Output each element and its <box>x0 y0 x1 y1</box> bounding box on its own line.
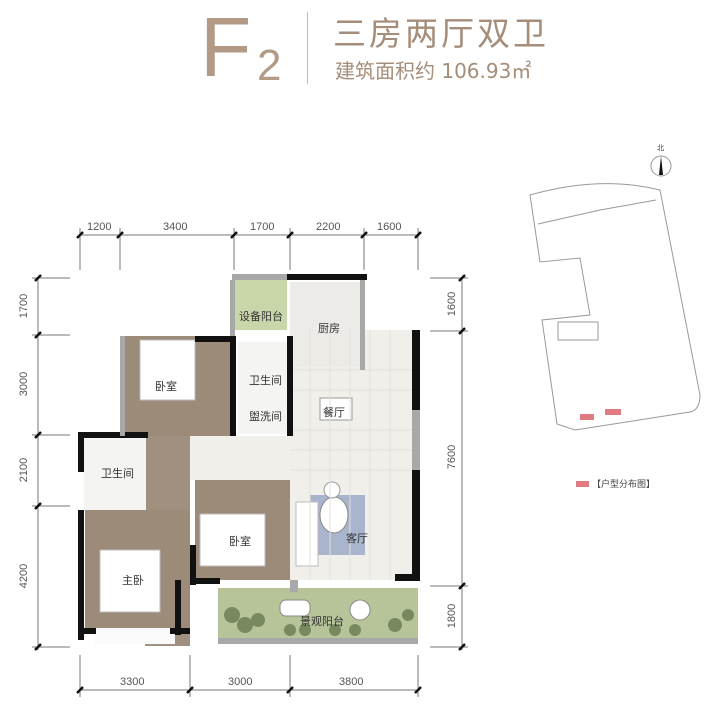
room-bedroom-2: 卧室 <box>229 535 251 548</box>
room-living: 客厅 <box>346 532 368 545</box>
bathroom-2-floor <box>84 438 146 510</box>
room-equipment-balcony: 设备阳台 <box>239 310 283 323</box>
dimension-ticks <box>34 231 466 694</box>
dim-right-3: 1800 <box>446 603 459 629</box>
walls <box>78 274 420 640</box>
room-dining: 餐厅 <box>323 406 345 419</box>
room-bathroom-1: 卫生间 <box>249 374 282 387</box>
dim-left-2: 3000 <box>18 371 31 397</box>
layout-title: 三房两厅双卫 <box>333 14 549 53</box>
dim-top-5: 1600 <box>377 221 402 233</box>
unit-number: 2 <box>257 41 282 90</box>
dim-top-2: 3400 <box>163 221 188 233</box>
site-plan-outline <box>529 183 701 431</box>
dim-bottom-2: 3000 <box>228 676 253 688</box>
title-divider <box>307 12 308 84</box>
room-bathroom-2: 卫生间 <box>101 467 134 480</box>
site-plan-highlight <box>580 409 621 420</box>
equipment-balcony-floor <box>235 280 287 330</box>
dim-top-3: 1700 <box>250 221 275 233</box>
dim-right-1: 1600 <box>446 291 459 317</box>
north-label: 北 <box>657 144 664 152</box>
room-kitchen: 厨房 <box>318 322 340 335</box>
bathroom-1-floor <box>238 342 288 434</box>
dim-right-2: 7600 <box>446 444 459 470</box>
partition-walls <box>120 274 420 644</box>
room-master-bedroom: 主卧 <box>122 574 144 587</box>
dim-bottom-1: 3300 <box>120 676 145 688</box>
room-washroom: 盥洗间 <box>249 410 282 423</box>
dim-top-1: 1200 <box>87 221 112 233</box>
dim-bottom-3: 3800 <box>339 676 364 688</box>
kitchen-floor <box>290 282 360 367</box>
area-label: 建筑面积约 106.93㎡ <box>335 59 532 83</box>
room-bedroom-1: 卧室 <box>155 380 177 393</box>
site-plan-legend: 【户型分布图】 <box>576 477 655 490</box>
dim-left-3: 2100 <box>18 457 31 483</box>
dim-left-1: 1700 <box>18 293 31 319</box>
room-landscape-balcony: 景观阳台 <box>300 615 344 628</box>
north-arrow-icon <box>659 156 663 175</box>
dim-left-4: 4200 <box>18 563 31 589</box>
dim-top-4: 2200 <box>316 221 341 233</box>
legend-swatch <box>576 480 589 487</box>
unit-letter: F <box>200 0 252 94</box>
legend-label: 【户型分布图】 <box>592 480 656 490</box>
